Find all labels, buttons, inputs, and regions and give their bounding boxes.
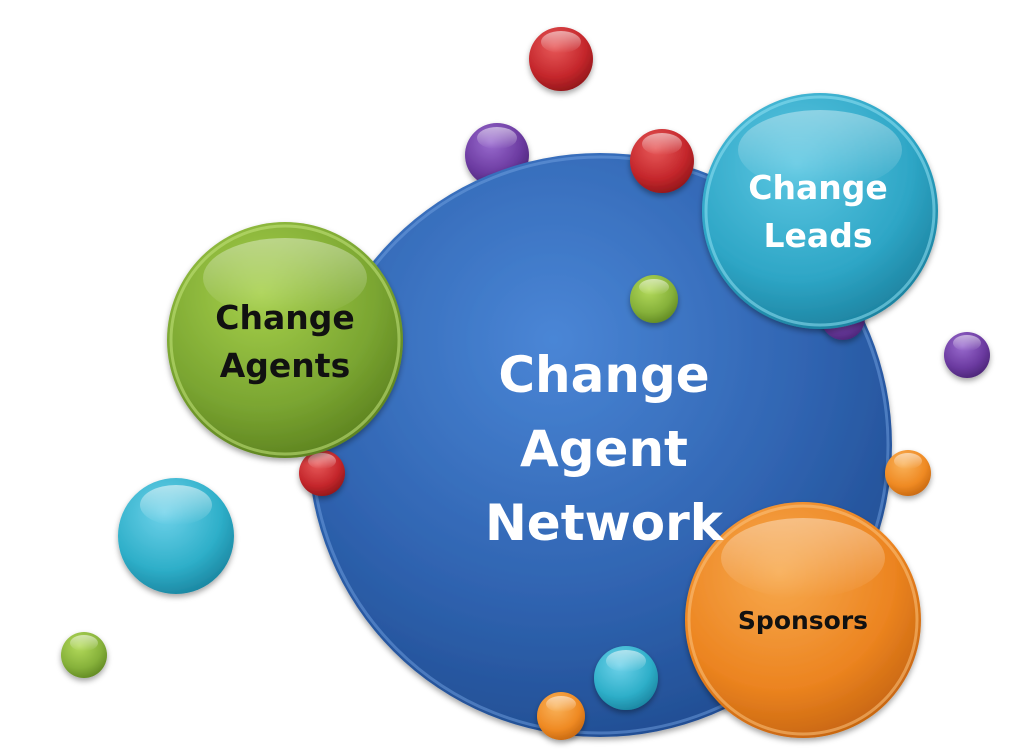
center-title-line3: Network [485,494,725,552]
change-leads-circle [702,93,938,329]
sphere-cyan-left [118,478,234,594]
sphere-orange-right [885,450,931,496]
change-leads-label-line2: Leads [764,216,873,255]
change-leads-label-line1: Change [748,168,887,207]
change-agents-label-line2: Agents [220,346,350,385]
center-title-line1: Change [498,346,709,404]
sphere-green-bottom-left [61,632,107,678]
sphere-orange-bottom [537,692,585,740]
center-title-line2: Agent [520,420,688,478]
sphere-green-small-center [630,275,678,323]
sphere-red-top [529,27,593,91]
sphere-red-left [299,450,345,496]
sphere-purple-right [944,332,990,378]
sponsors-label: Sponsors [738,606,868,635]
sponsors-circle [685,502,921,738]
sphere-red-upper [630,129,694,193]
change-agents-circle [167,222,403,458]
change-agents-label-line1: Change [215,298,354,337]
sphere-cyan-bottom [594,646,658,710]
